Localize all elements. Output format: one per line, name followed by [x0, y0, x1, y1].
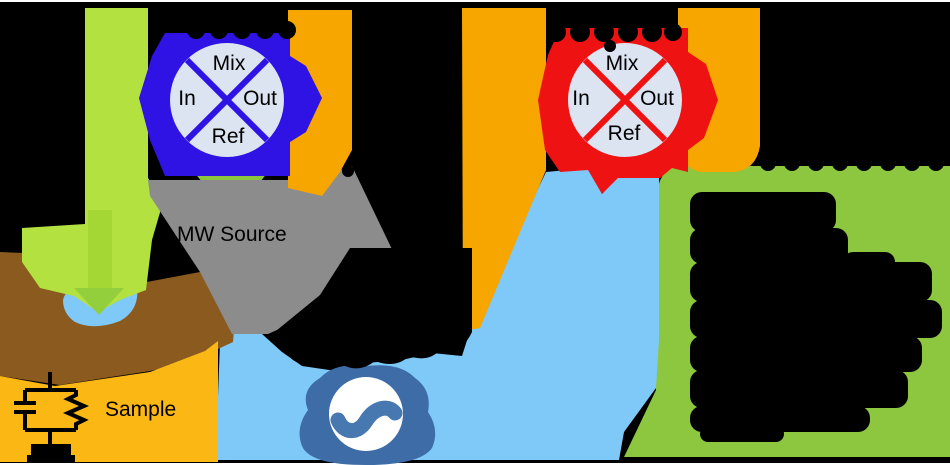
mixer-left: Mix In Out Ref — [139, 33, 322, 176]
mixer-port-label-in: In — [178, 87, 196, 110]
mw-source-label: MW Source — [177, 223, 287, 246]
lime-arrow-body — [22, 8, 163, 312]
mixer-port-label-mix: Mix — [213, 52, 246, 75]
lime-arrow-shaft — [88, 210, 112, 294]
mixer-right: Mix In Out Ref — [538, 28, 718, 194]
orange-band-middle — [462, 8, 546, 331]
lime-arrow-head-icon — [74, 288, 124, 315]
mixer-port-label-ref: Ref — [212, 125, 245, 148]
sample-circuit-icon — [14, 372, 89, 446]
redacted-text-blob — [690, 192, 942, 442]
mixer-x-line — [184, 57, 270, 143]
mixer-port-label-out: Out — [640, 87, 674, 110]
redacted-text-blob — [271, 248, 472, 369]
resistor-icon — [63, 390, 89, 430]
orange-band-left — [288, 10, 352, 196]
top-edge-line — [0, 0, 950, 2]
mixer-port-label-mix: Mix — [606, 52, 639, 75]
ground-icon — [27, 455, 75, 462]
bottom-edge-line — [0, 463, 950, 465]
mixer-port-label-out: Out — [243, 87, 277, 110]
sky-signal-path — [188, 168, 659, 460]
capacitor-icon — [14, 390, 36, 430]
s-wave-logo-icon — [330, 400, 403, 439]
circuit-wires — [25, 372, 76, 446]
mixer-x-line — [582, 57, 668, 143]
mixer-port-label-in: In — [572, 87, 590, 110]
sample-label: Sample — [105, 398, 176, 421]
ground-icon — [31, 444, 71, 456]
redacted-text-scallops — [187, 21, 944, 182]
mixer-port-label-ref: Ref — [608, 122, 641, 145]
